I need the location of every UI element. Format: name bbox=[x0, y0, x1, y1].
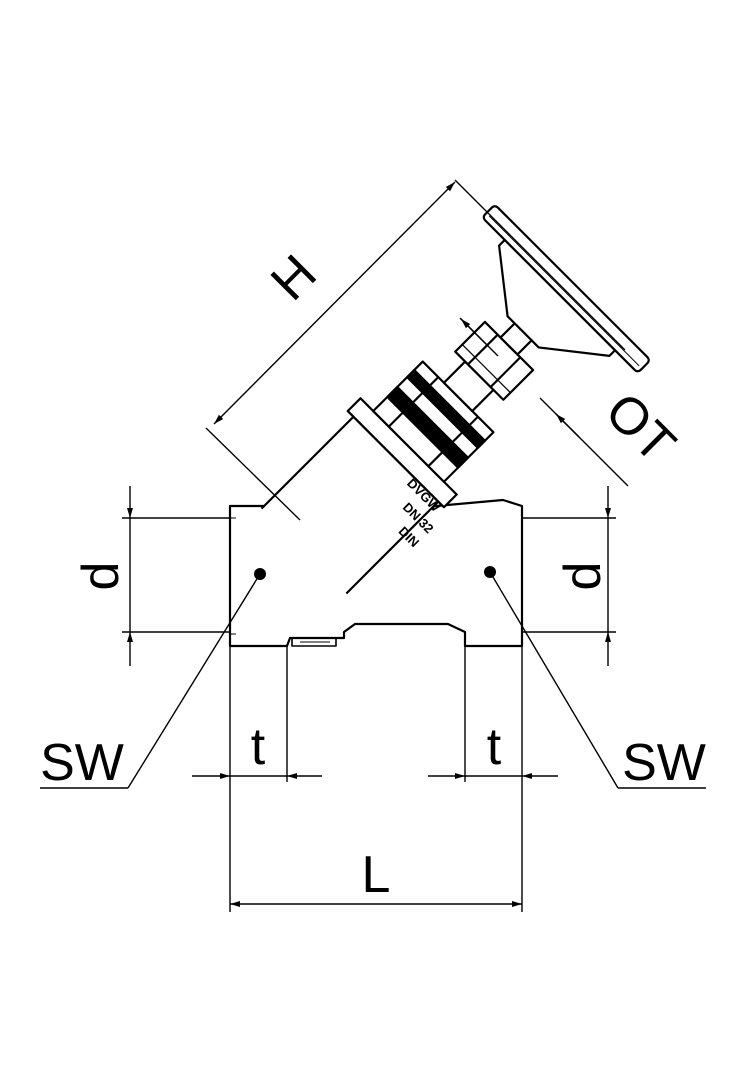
label-l: L bbox=[362, 846, 391, 904]
label-d-left: d bbox=[72, 562, 130, 591]
dimension-d-left bbox=[122, 486, 230, 666]
label-ot: OT bbox=[594, 382, 686, 474]
dimension-ot bbox=[459, 317, 629, 487]
leader-sw-right bbox=[484, 566, 706, 789]
dimension-h bbox=[205, 179, 626, 521]
extension-lines bbox=[229, 646, 523, 912]
label-d-right: d bbox=[554, 562, 612, 591]
label-sw-right: SW bbox=[622, 734, 706, 792]
label-t-right: t bbox=[487, 718, 502, 776]
dimension-d-right bbox=[522, 486, 616, 666]
label-h: H bbox=[260, 244, 328, 312]
drain-plug bbox=[291, 638, 337, 647]
leader-sw-left bbox=[40, 568, 266, 789]
label-sw-left: SW bbox=[40, 734, 124, 792]
label-t-left: t bbox=[251, 718, 266, 776]
